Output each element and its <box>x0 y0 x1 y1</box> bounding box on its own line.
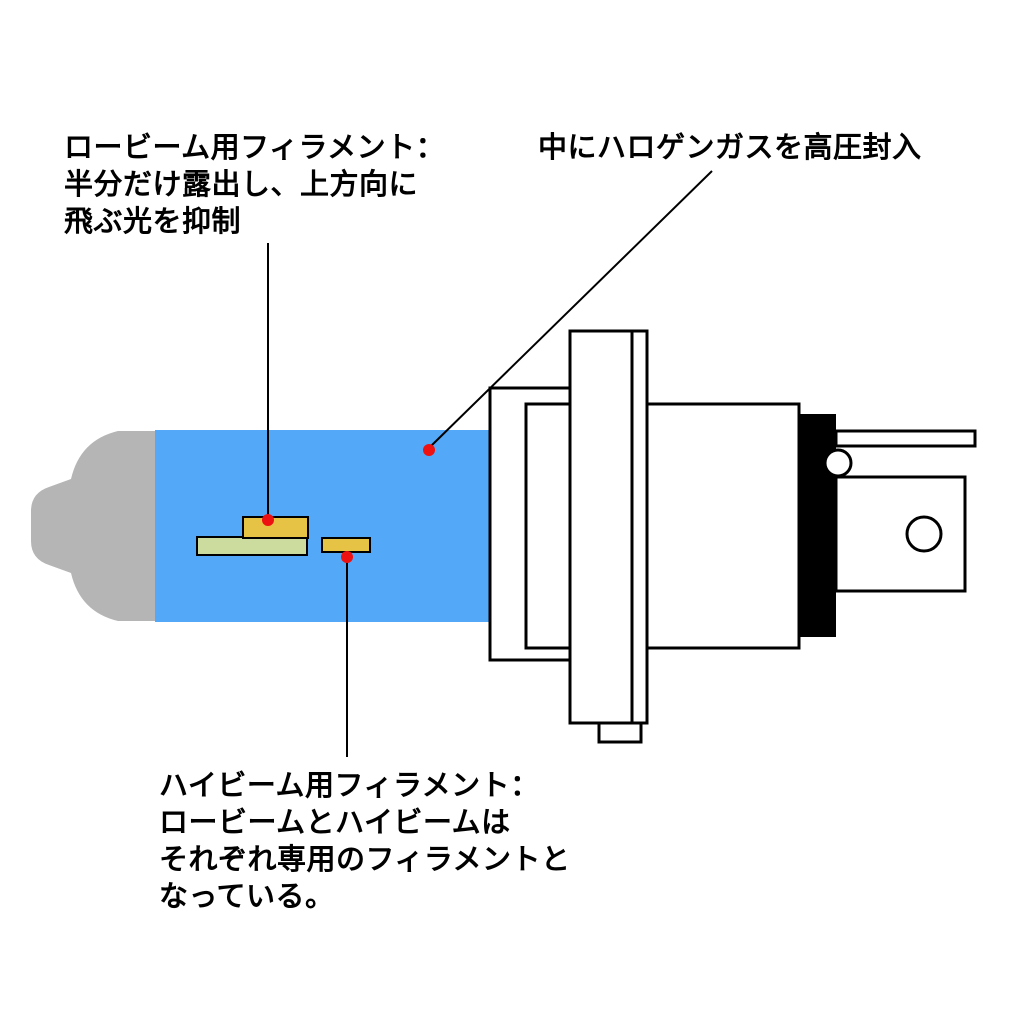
mounting-flange <box>568 329 649 725</box>
low-beam-label-line2: 半分だけ露出し、上方向に <box>64 169 419 201</box>
low-beam-filament <box>242 516 309 539</box>
low-beam-label-line1: ロービーム用フィラメント： <box>64 132 446 164</box>
bulb-body <box>524 402 801 650</box>
halogen-leader-line <box>430 170 713 447</box>
high-beam-label-line3: それぞれ専用のフィラメントと <box>159 844 571 876</box>
glass-tip <box>31 431 160 621</box>
terminal-rivet <box>823 448 853 478</box>
high-beam-label-line1: ハイビーム用フィラメント： <box>159 770 540 802</box>
terminal-hole <box>905 515 943 553</box>
terminal-blade-main <box>834 475 967 593</box>
high-beam-filament <box>321 537 371 553</box>
high-beam-label: ハイビーム用フィラメント： ロービームとハイビームは それぞれ専用のフィラメント… <box>159 768 571 916</box>
filament-shield <box>196 536 308 556</box>
high-beam-label-line2: ロービームとハイビームは <box>159 807 511 839</box>
high-beam-label-line4: なっている。 <box>159 881 335 913</box>
terminal-blade-top <box>834 429 977 448</box>
halogen-gas-label: 中にハロゲンガスを高圧封入 <box>538 130 922 167</box>
glass-envelope <box>155 430 492 622</box>
high-beam-marker-dot <box>341 551 353 563</box>
low-beam-marker-dot <box>262 514 274 526</box>
alignment-tab <box>597 721 643 744</box>
halogen-marker-dot <box>423 444 435 456</box>
insulator-base <box>799 414 836 637</box>
low-beam-label: ロービーム用フィラメント： 半分だけ露出し、上方向に 飛ぶ光を抑制 <box>64 130 445 241</box>
low-beam-label-line3: 飛ぶ光を抑制 <box>64 206 242 238</box>
halogen-gas-label-line1: 中にハロゲンガスを高圧封入 <box>538 132 922 164</box>
